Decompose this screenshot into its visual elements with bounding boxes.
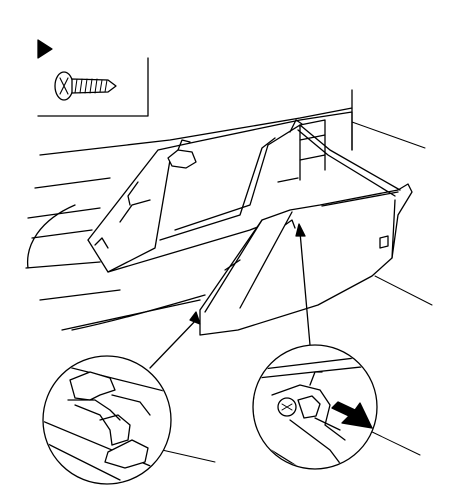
- screw-mount-detail: [254, 354, 376, 468]
- side-cover-panel: [199, 124, 413, 336]
- black-arrow-marker: [331, 401, 373, 429]
- detail-arrows: [149, 223, 311, 369]
- screw-location-detail: [252, 344, 378, 470]
- mounting-clip: [167, 149, 197, 169]
- leader-upper-right: [351, 121, 426, 149]
- black-triangle-marker: [37, 39, 53, 59]
- legend-box: [37, 39, 149, 117]
- leader-right-detail: [367, 429, 421, 456]
- tapping-screw-icon: [54, 71, 117, 101]
- hook-engagement-detail: [42, 355, 172, 485]
- leader-lower-right: [374, 275, 433, 306]
